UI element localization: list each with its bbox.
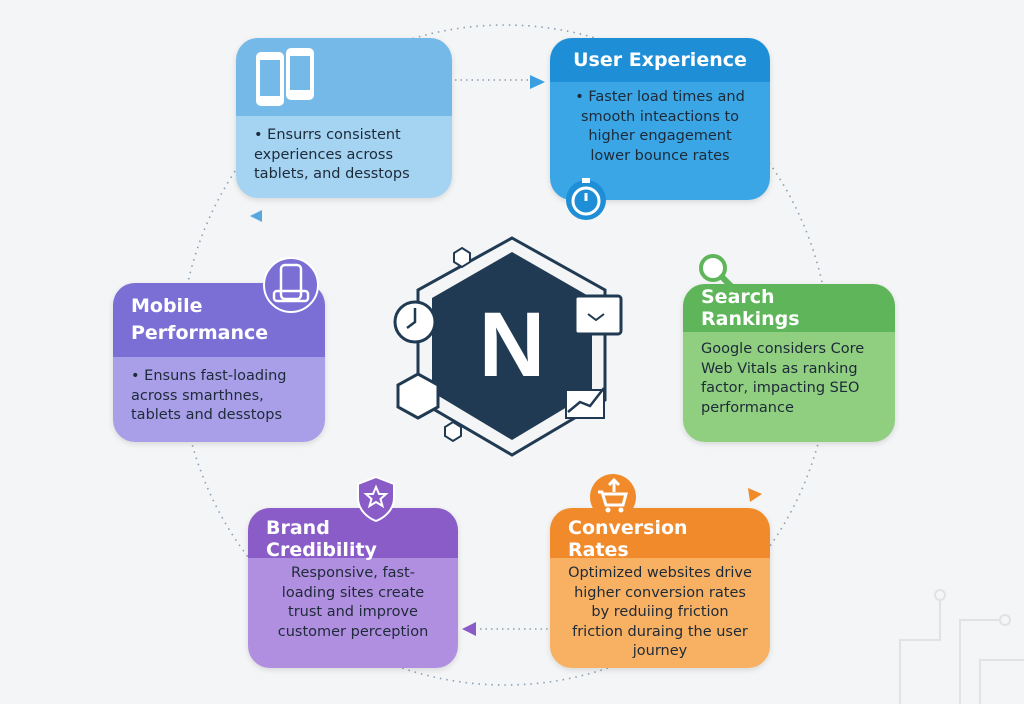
- smartphone-icon: [263, 257, 319, 313]
- card-title: User Experience: [550, 38, 770, 82]
- card-brand-credibility: Brand Credibility Responsive, fast-loadi…: [248, 508, 458, 668]
- card-body: • Ensuns fast-loading across smarthnes, …: [113, 357, 325, 442]
- card-title: Search Rankings: [683, 284, 895, 332]
- cart-upload-icon: [590, 474, 636, 520]
- devices-icon: [256, 48, 314, 106]
- card-body: • Ensurrs consistent experiences across …: [236, 116, 452, 198]
- browser-icon: [573, 294, 623, 336]
- card-conversion-rates: Conversion Rates Optimized websites driv…: [550, 508, 770, 668]
- logo-letter: N: [478, 294, 546, 396]
- arrow-left-icon: [462, 622, 476, 636]
- arrow-right-icon: [530, 75, 545, 89]
- card-body: Optimized websites drive higher conversi…: [550, 558, 770, 668]
- shield-star-icon: [357, 475, 395, 523]
- card-title: Brand Credibility: [248, 508, 458, 561]
- circuit-decoration: [899, 589, 1024, 704]
- center-logo: [393, 236, 623, 457]
- card-devices: • Ensurrs consistent experiences across …: [236, 38, 452, 198]
- arrow-up-icon: [250, 210, 262, 222]
- magnifier-icon: [699, 254, 738, 293]
- card-mobile-performance: Mobile Performance • Ensuns fast-loading…: [113, 283, 325, 442]
- card-header: [236, 38, 452, 116]
- card-body: Responsive, fast-loading sites create tr…: [248, 558, 458, 668]
- card-title: Mobile Performance: [113, 283, 325, 357]
- layout-icon: [396, 372, 440, 420]
- card-title: Conversion Rates: [550, 508, 770, 561]
- stopwatch-icon: [566, 178, 606, 220]
- card-search-rankings: Search Rankings Google considers Core We…: [683, 284, 895, 442]
- card-body: Google considers Core Web Vitals as rank…: [683, 332, 895, 442]
- arrow-down-icon: [748, 488, 762, 502]
